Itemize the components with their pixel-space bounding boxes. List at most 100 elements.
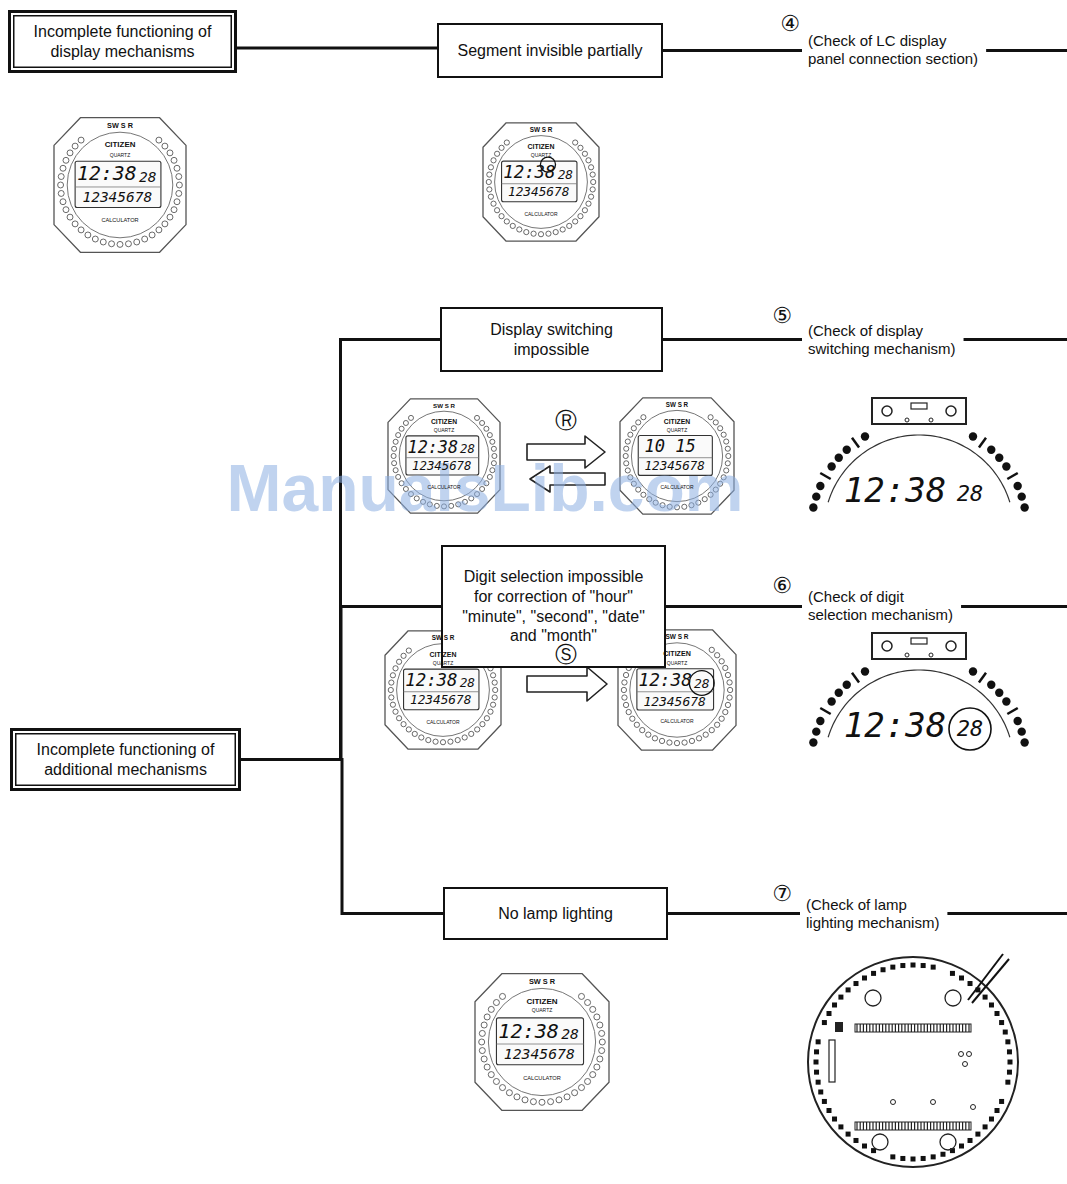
dial-dot bbox=[969, 432, 977, 440]
bezel-dot bbox=[462, 735, 467, 740]
watch-face-text: QUARTZ bbox=[667, 660, 687, 665]
watch-face-text: CALCULATOR bbox=[524, 211, 557, 216]
bezel-dot bbox=[487, 433, 492, 438]
strip-pin bbox=[879, 1122, 880, 1130]
strip-pin bbox=[860, 1122, 861, 1130]
bezel-dot bbox=[724, 439, 729, 444]
strip-pin bbox=[933, 1024, 934, 1032]
watch-face-text: 12:38 bbox=[77, 165, 137, 185]
bezel-dot bbox=[640, 727, 645, 732]
board-contact bbox=[940, 1152, 945, 1157]
bezel-dot bbox=[689, 738, 694, 743]
flow-connector bbox=[237, 47, 437, 50]
board-hole bbox=[872, 1134, 888, 1150]
dial-dot bbox=[861, 432, 869, 440]
board-contact bbox=[822, 1099, 827, 1104]
dial-dot bbox=[1018, 727, 1026, 735]
bezel-dot bbox=[725, 702, 730, 707]
watch-face-text: QUARTZ bbox=[531, 153, 551, 158]
watch-face-text: CITIZEN bbox=[663, 651, 691, 658]
watch-face-text: CALCULATOR bbox=[427, 484, 460, 489]
watch-case bbox=[475, 974, 609, 1111]
flow-line bbox=[663, 49, 802, 52]
watch-face-text: 12:38 bbox=[405, 672, 457, 689]
watch-face-text: SW S R bbox=[432, 635, 455, 641]
bezel-dot bbox=[659, 738, 664, 743]
bezel-dot bbox=[553, 229, 558, 234]
dial-tick bbox=[852, 673, 859, 683]
bezel-dot bbox=[156, 137, 162, 143]
bezel-dot bbox=[484, 426, 489, 431]
watch-face-text: 12345678 bbox=[504, 1047, 575, 1062]
board-outline bbox=[808, 957, 1018, 1167]
bezel-dot bbox=[117, 241, 123, 247]
bezel-dot bbox=[455, 737, 460, 742]
bezel-dot bbox=[393, 666, 398, 671]
dial-dot bbox=[987, 681, 995, 689]
watch-face-text: QUARTZ bbox=[434, 428, 454, 433]
bezel-dot bbox=[58, 174, 64, 180]
bezel-dot bbox=[440, 740, 445, 745]
board-pad bbox=[963, 1062, 968, 1067]
bezel-dot bbox=[719, 716, 724, 721]
bezel-dot bbox=[630, 716, 635, 721]
strip-pin bbox=[872, 1122, 873, 1130]
bezel-dot bbox=[399, 426, 404, 431]
board-contact bbox=[881, 967, 886, 972]
bezel-dot bbox=[474, 415, 479, 420]
bezel-dot bbox=[599, 1030, 605, 1036]
strip-pin bbox=[885, 1122, 886, 1130]
watch-dial bbox=[67, 132, 173, 238]
bezel-dot bbox=[78, 137, 84, 143]
strip-pin bbox=[965, 1122, 966, 1130]
bezel-dot bbox=[621, 687, 626, 692]
bezel-dot bbox=[727, 687, 732, 692]
lcd-panel bbox=[75, 161, 161, 207]
bezel-dot bbox=[628, 432, 633, 437]
lcd-divider bbox=[502, 183, 577, 184]
box-text: Incomplete functioning of additional mec… bbox=[27, 740, 224, 779]
bezel-dot bbox=[578, 145, 583, 150]
check-note: (Check of display switching mechanism) bbox=[808, 322, 968, 358]
board-contact bbox=[846, 987, 851, 992]
button-symbol: Ⓡ bbox=[555, 410, 577, 432]
bezel-dot bbox=[408, 415, 413, 420]
box-text: Incomplete functioning of display mechan… bbox=[25, 22, 220, 61]
bezel-dot bbox=[58, 190, 64, 196]
bezel-dot bbox=[723, 665, 728, 670]
bezel-dot bbox=[484, 1064, 490, 1070]
bezel-dot bbox=[389, 680, 394, 685]
bezel-dot bbox=[674, 740, 679, 745]
dial-dot bbox=[843, 681, 851, 689]
strip-pin bbox=[904, 1024, 905, 1032]
display-digits: 12:38 bbox=[844, 473, 946, 507]
bezel-dot bbox=[524, 229, 529, 234]
strip-pin bbox=[949, 1024, 950, 1032]
watch-case bbox=[54, 118, 186, 253]
display-digits: 12:38 bbox=[844, 708, 946, 742]
bezel-dot bbox=[597, 1056, 603, 1062]
dial-tick bbox=[820, 473, 830, 479]
watch-face-text: CALCULATOR bbox=[523, 1076, 561, 1082]
bezel-dot bbox=[546, 231, 551, 236]
check-note: (Check of digit selection mechanism) bbox=[808, 588, 958, 624]
flow-connector bbox=[241, 760, 443, 914]
strip-pin bbox=[901, 1024, 902, 1032]
bezel-dot bbox=[493, 1078, 499, 1084]
bezel-dot bbox=[713, 420, 718, 425]
board-contact bbox=[931, 1154, 936, 1159]
flow-line bbox=[947, 912, 1067, 915]
bezel-dot bbox=[491, 201, 496, 206]
bezel-dot bbox=[522, 1097, 528, 1103]
watch-face-text: CITIZEN bbox=[429, 652, 456, 659]
watch-face-text: SW S R bbox=[433, 403, 455, 409]
display-digits: 28 bbox=[957, 483, 984, 505]
strip-pin bbox=[869, 1122, 870, 1130]
bezel-dot bbox=[492, 680, 497, 685]
bezel-dot bbox=[486, 179, 491, 184]
bezel-dot bbox=[578, 1085, 584, 1091]
dial-dot bbox=[1018, 492, 1026, 500]
board-contact bbox=[983, 1124, 988, 1129]
dial-dot bbox=[969, 667, 977, 675]
